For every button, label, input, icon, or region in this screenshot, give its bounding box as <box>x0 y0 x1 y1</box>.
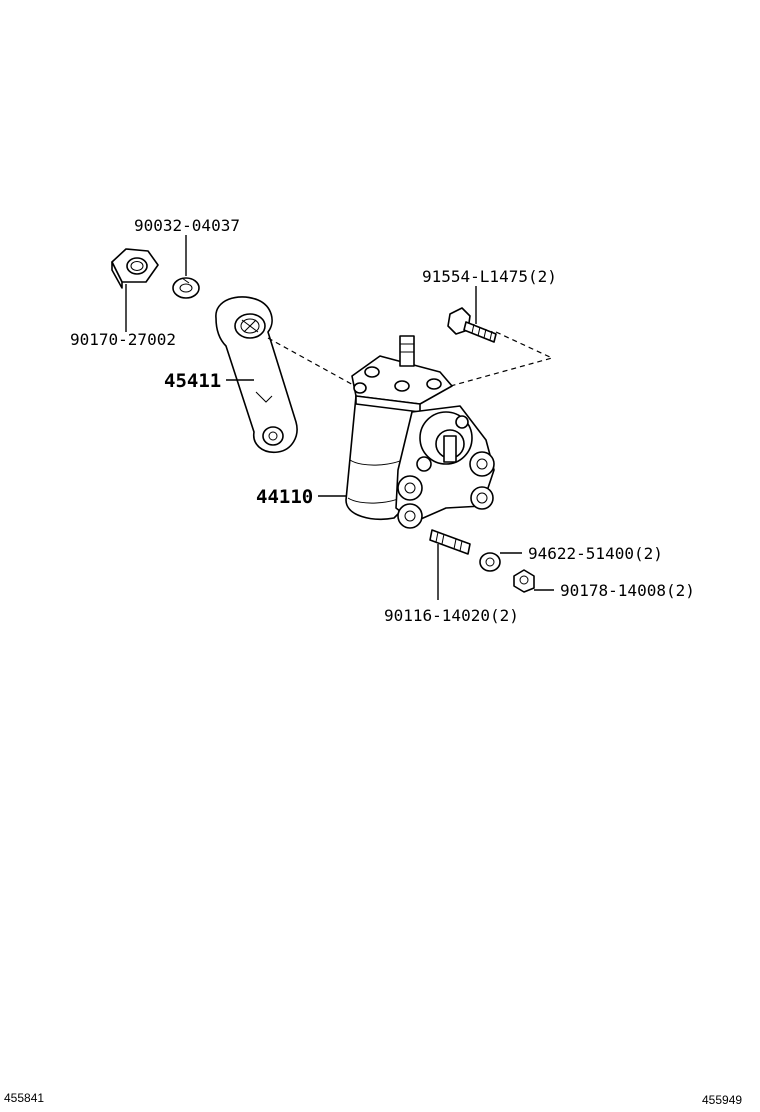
alignment-line-arm <box>267 337 367 393</box>
label-lock-washer: 90032-04037 <box>134 216 240 235</box>
footer-right-code: 455949 <box>702 1093 742 1107</box>
label-nut: 90170-27002 <box>70 330 176 349</box>
pitman-arm-part <box>215 296 298 454</box>
hex-nut-part <box>111 248 159 289</box>
gear-nut-part <box>513 569 535 593</box>
label-stud: 90116-14020(2) <box>384 606 519 625</box>
label-washer: 94622-51400(2) <box>528 544 663 563</box>
steering-gear-housing-part <box>345 335 495 529</box>
label-bolt: 91554-L1475(2) <box>422 267 557 286</box>
label-gear-nut: 90178-14008(2) <box>560 581 695 600</box>
lock-washer-part <box>172 277 200 299</box>
flange-bolt-part <box>447 307 497 343</box>
footer-left-code: 455841 <box>4 1091 44 1105</box>
stud-bolt-part <box>429 529 471 555</box>
alignment-line-bolt <box>435 331 554 391</box>
washer-part <box>479 552 501 572</box>
label-pitman-arm: 45411 <box>164 370 221 392</box>
label-gear-housing: 44110 <box>256 486 313 508</box>
